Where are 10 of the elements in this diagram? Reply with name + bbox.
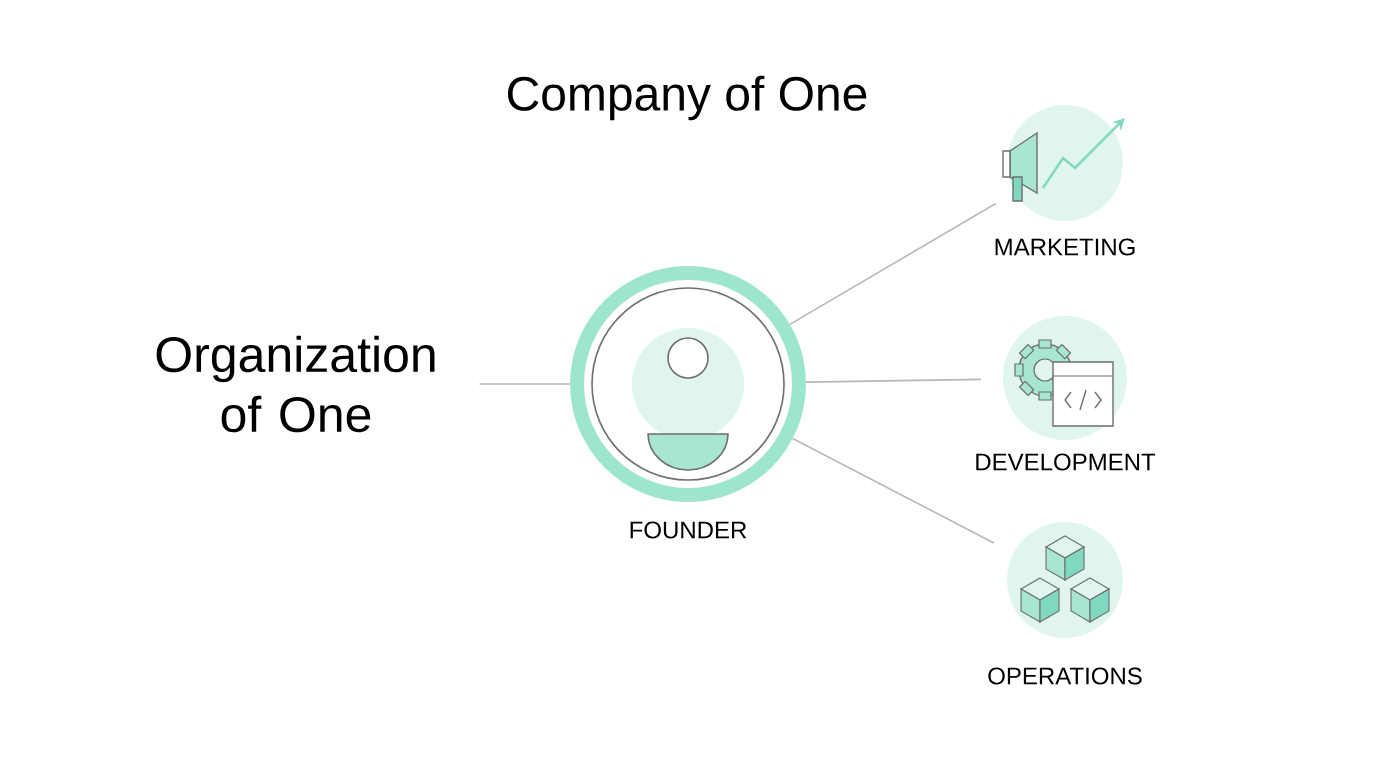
side-heading: Organization of One — [156, 335, 435, 433]
connector-line — [805, 378, 982, 383]
title: Company of One — [508, 75, 867, 121]
connector-line — [478, 383, 571, 385]
connector-line — [789, 202, 997, 326]
connector-line — [791, 437, 995, 544]
node-label: MARKETING — [995, 238, 1135, 256]
node-label: OPERATIONS — [988, 667, 1142, 685]
node-label: DEVELOPMENT — [976, 453, 1156, 471]
node-label: FOUNDER — [630, 521, 747, 539]
